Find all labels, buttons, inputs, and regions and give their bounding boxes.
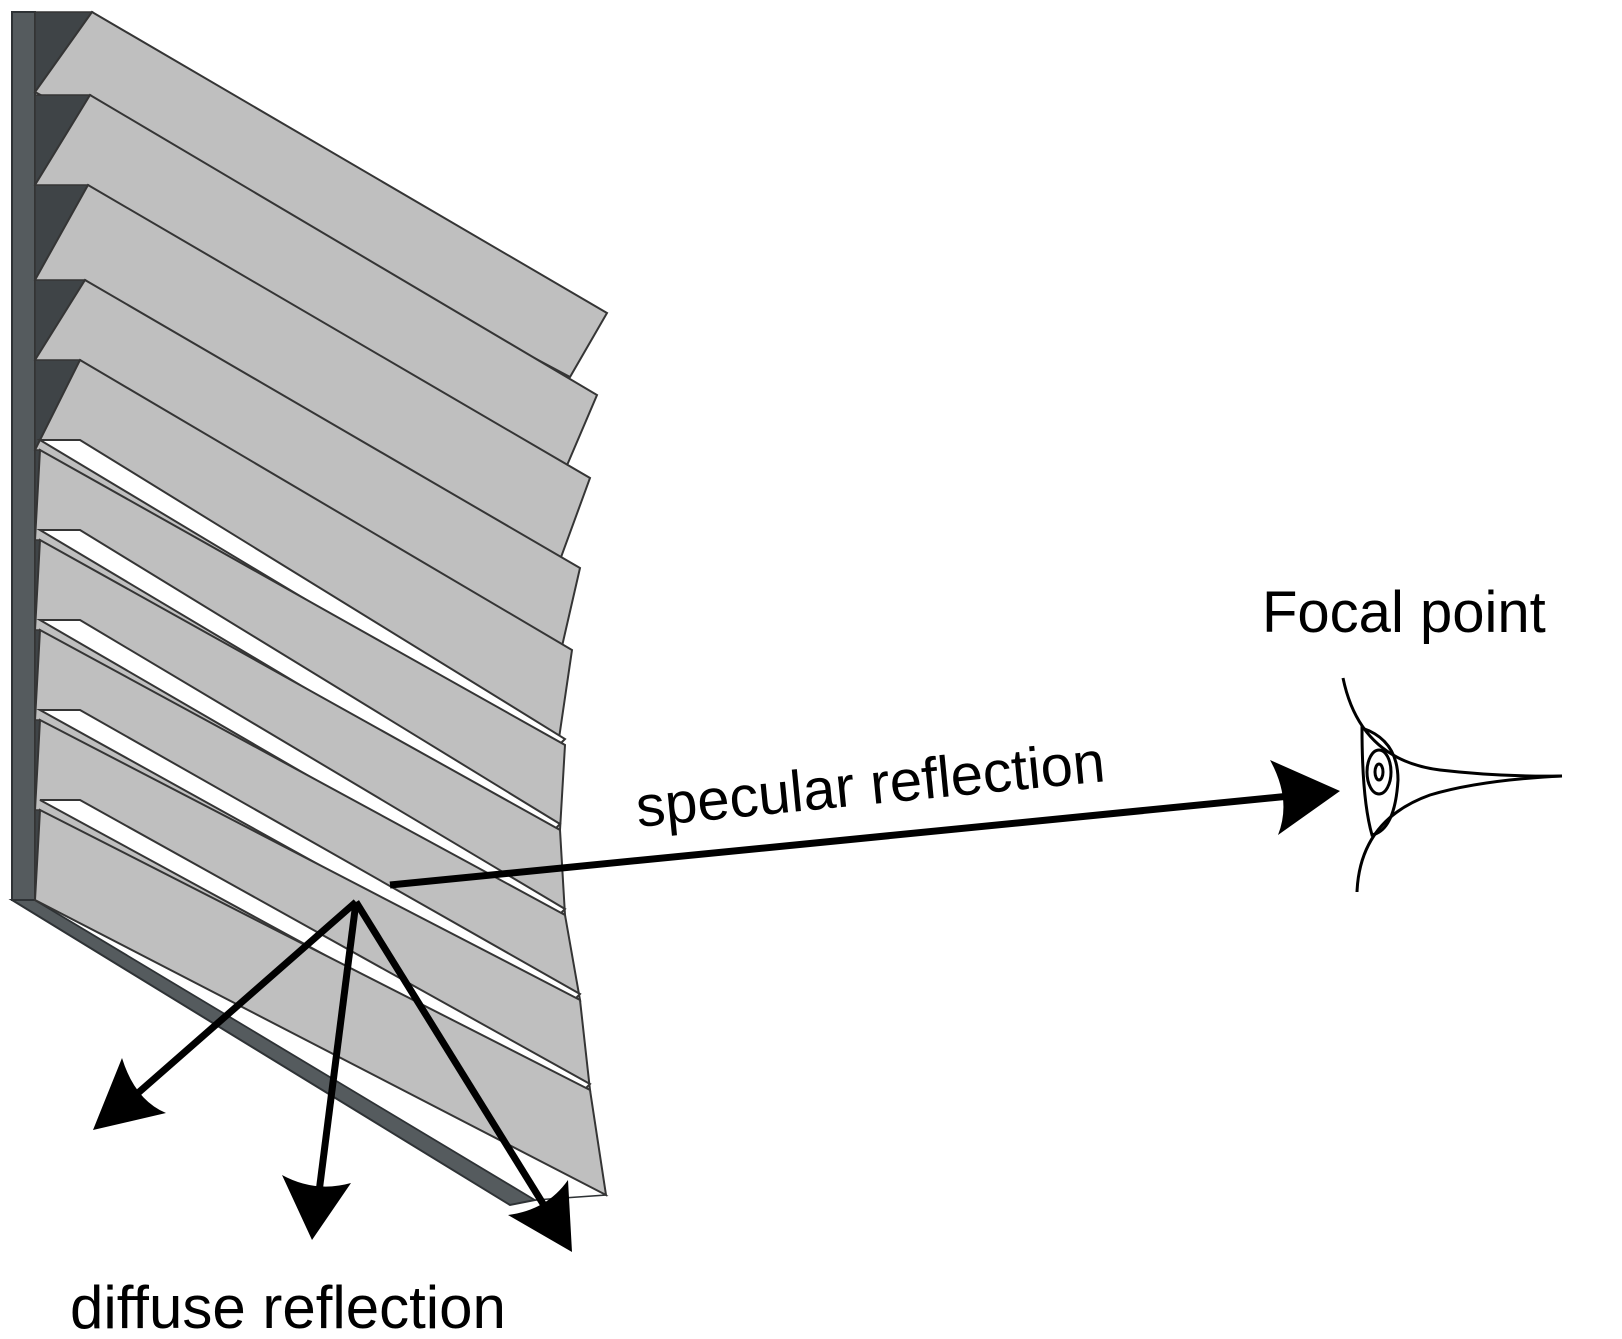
- diffuse-arrow-left-head: [93, 1058, 166, 1130]
- focal-point-label: Focal point: [1262, 580, 1546, 645]
- eye-upper-lid: [1341, 677, 1563, 778]
- diffuse-arrow-middle-head: [282, 1175, 351, 1240]
- diffuse-arrow-right-head: [508, 1180, 572, 1252]
- louver-slats: [33, 10, 609, 1197]
- specular-arrow-shaft: [389, 791, 1301, 889]
- diffuse-reflection-label: diffuse reflection: [70, 1274, 506, 1339]
- eye-iris: [1365, 748, 1393, 796]
- louver-frame: [8, 11, 609, 1207]
- diffuse-reflection-arrows: [93, 899, 572, 1252]
- diffuse-arrow-right-shaft: [353, 900, 553, 1217]
- louver-slat: [33, 808, 608, 1197]
- specular-reflection-arrow: [389, 760, 1340, 889]
- eye-icon: [1341, 677, 1563, 893]
- louver-slat: [33, 10, 609, 379]
- specular-arrow-head: [1270, 760, 1340, 835]
- eye-cornea: [1360, 725, 1400, 837]
- diffuse-arrow-left-shaft: [127, 899, 359, 1103]
- eye-lower-lid: [1355, 774, 1563, 893]
- wall-panel: [11, 11, 36, 901]
- eye-pupil: [1373, 762, 1385, 782]
- diffuse-arrow-middle-shaft: [314, 901, 360, 1201]
